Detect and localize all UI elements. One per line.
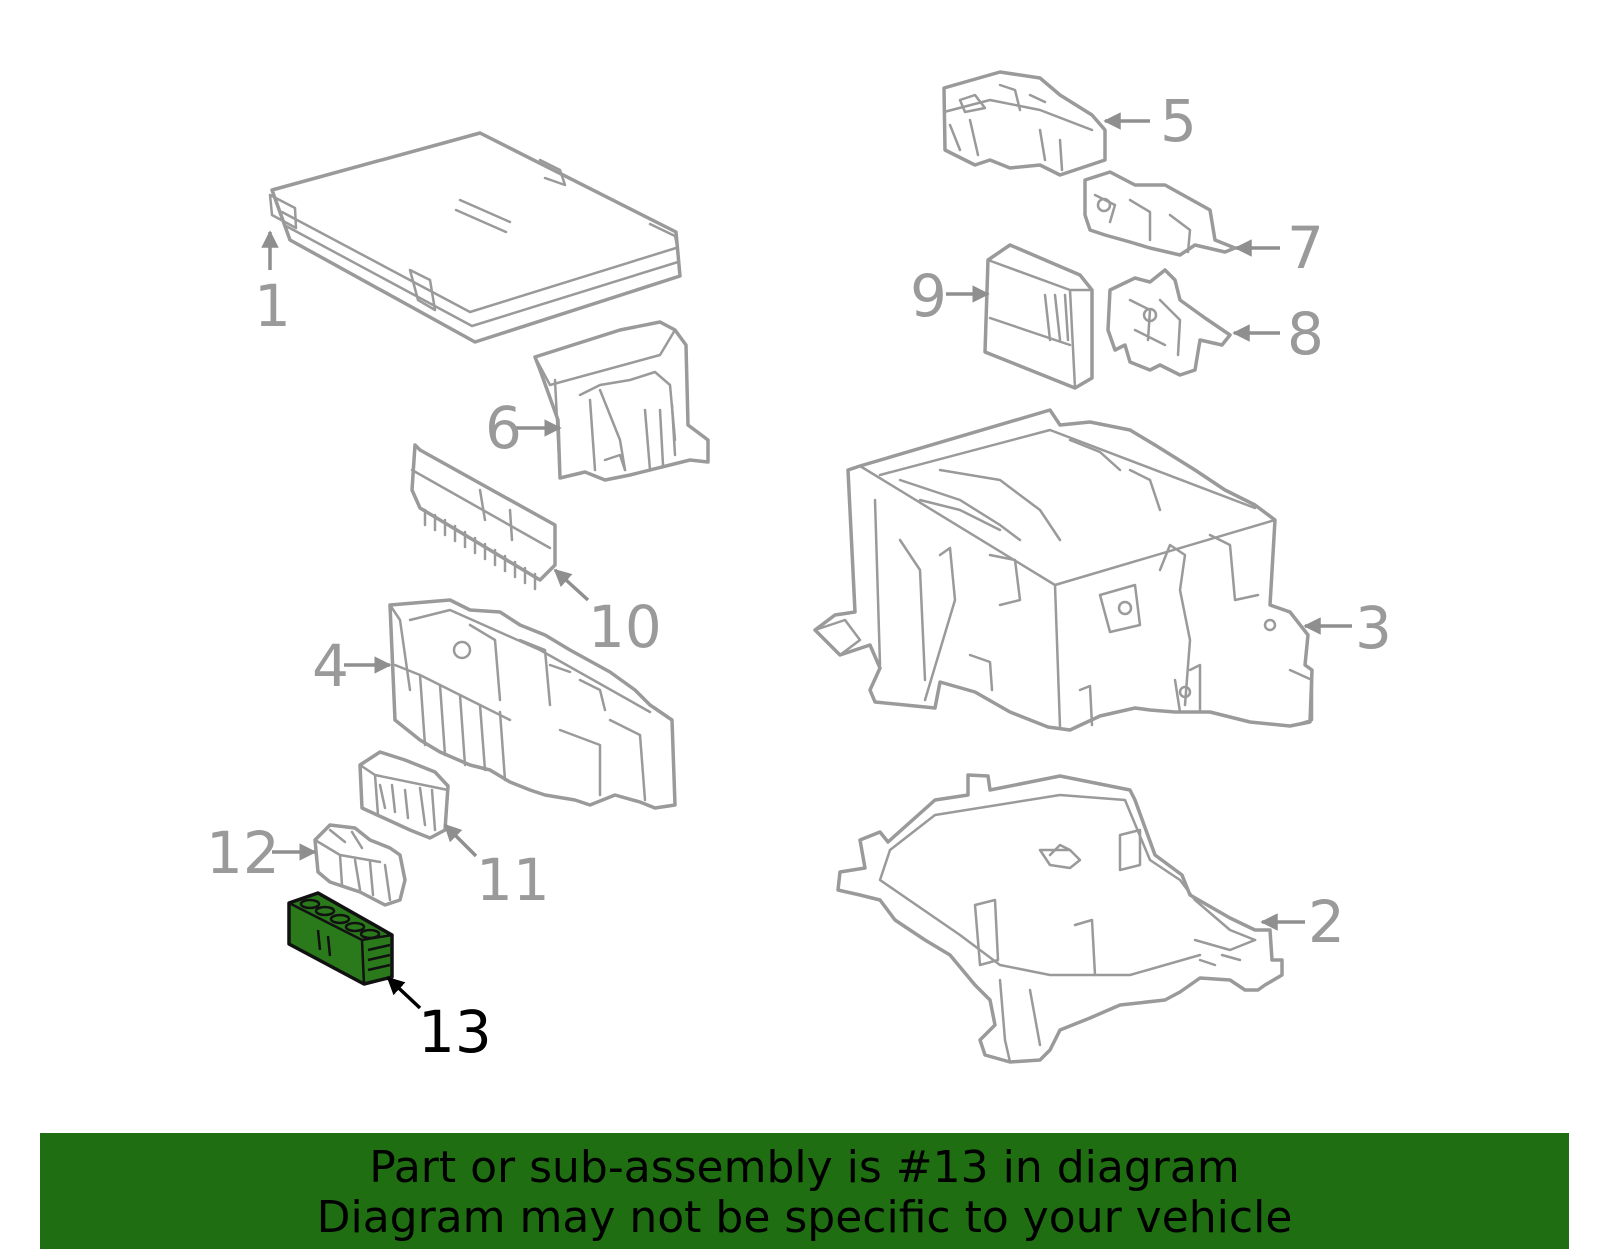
info-banner: Part or sub-assembly is #13 in diagram D… <box>40 1133 1569 1249</box>
callout-12: 12 <box>206 819 280 887</box>
leader-lines <box>261 112 1352 1010</box>
callout-labels: 1 2 3 4 5 6 7 8 9 10 11 12 13 <box>206 87 1392 1066</box>
part-12-connector[interactable] <box>313 823 407 907</box>
part-7-connector[interactable] <box>1083 170 1237 257</box>
banner-line-2: Diagram may not be specific to your vehi… <box>316 1192 1293 1243</box>
callout-7: 7 <box>1287 214 1324 282</box>
callout-11: 11 <box>476 846 550 914</box>
callout-13: 13 <box>418 998 492 1066</box>
part-1-cover[interactable] <box>268 131 682 344</box>
part-13-highlighted[interactable] <box>287 891 394 986</box>
part-3-main-box[interactable] <box>813 408 1314 732</box>
part-10-fuse-strip[interactable] <box>410 443 557 591</box>
callout-6: 6 <box>485 394 522 462</box>
leader-11 <box>443 823 478 858</box>
callout-4: 4 <box>312 632 349 700</box>
leader-10 <box>553 568 590 602</box>
part-6-fuse-holder[interactable] <box>533 320 710 482</box>
callout-10: 10 <box>588 593 662 661</box>
part-11-connector[interactable] <box>358 750 450 840</box>
callout-9: 9 <box>910 262 947 330</box>
callout-2: 2 <box>1308 888 1345 956</box>
part-2-lower-case[interactable] <box>836 773 1284 1064</box>
part-4-relay-box-body[interactable] <box>388 598 677 810</box>
leader-13 <box>386 976 422 1010</box>
part-5-relay-block[interactable] <box>942 70 1107 177</box>
callout-5: 5 <box>1160 87 1197 155</box>
callout-1: 1 <box>254 272 291 340</box>
callout-3: 3 <box>1355 594 1392 662</box>
callout-8: 8 <box>1287 300 1324 368</box>
banner-line-1: Part or sub-assembly is #13 in diagram <box>369 1142 1240 1193</box>
part-8-bracket[interactable] <box>1106 268 1232 377</box>
part-9-module[interactable] <box>983 243 1094 390</box>
